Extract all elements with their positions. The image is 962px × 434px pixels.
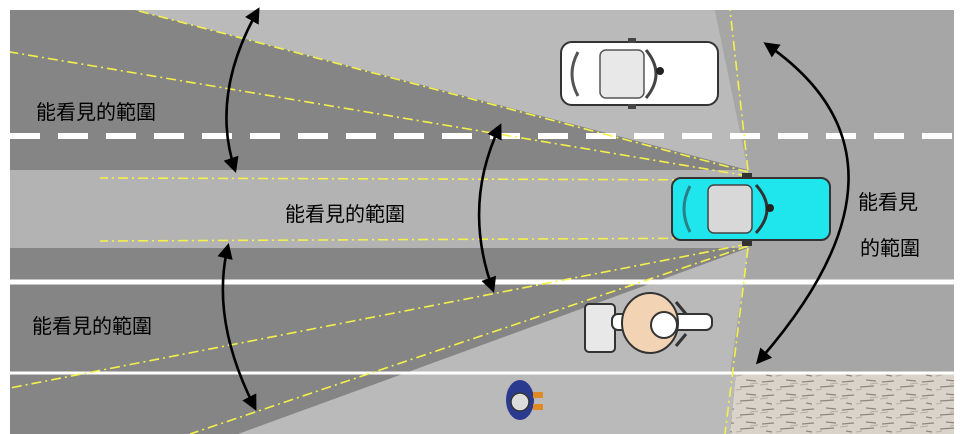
visible-range-label-bottom-left: 能看見的範圍 [32, 314, 152, 338]
arrow-lower-left [217, 242, 257, 411]
arrow-right [755, 42, 850, 365]
motorcycle-rider-icon [584, 292, 713, 354]
visible-zone-center [10, 170, 748, 248]
visible-range-label-right-line1: 能看見 [858, 190, 918, 214]
visible-range-label-top-left: 能看見的範圍 [36, 100, 156, 124]
visible-range-label-center: 能看見的範圍 [285, 202, 405, 226]
arrow-center [477, 123, 502, 293]
visible-range-label-right-line2: 的範圍 [860, 236, 920, 260]
range-arrows [217, 7, 850, 411]
visible-zone-lower [238, 248, 748, 434]
pedestrian-topview-icon [506, 380, 543, 420]
arrow-upper-left [223, 7, 260, 173]
own-car [671, 173, 831, 246]
other-car [560, 38, 719, 109]
